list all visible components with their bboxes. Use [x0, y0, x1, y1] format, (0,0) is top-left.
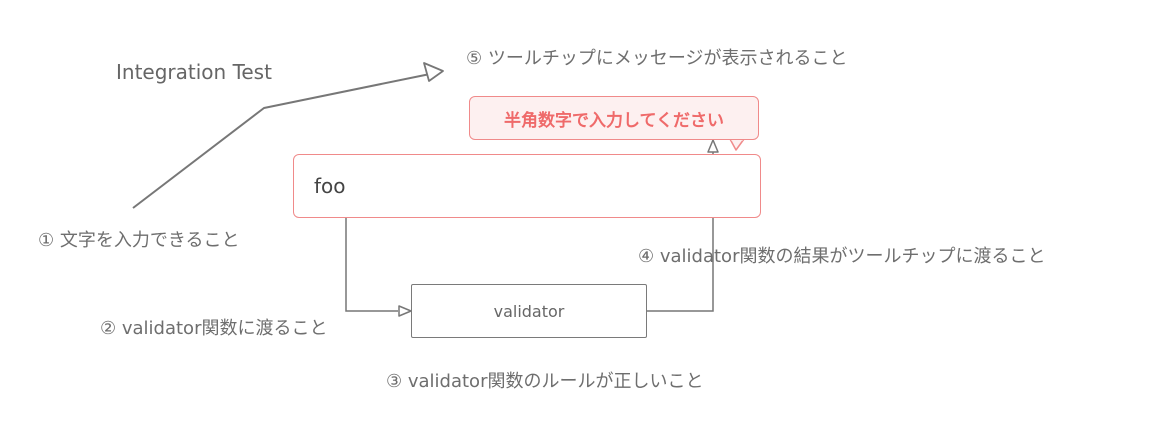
- tooltip-tail: [729, 138, 745, 151]
- validator-to-tooltip-arrowhead: [707, 139, 719, 153]
- integration-arrowhead: [423, 62, 444, 82]
- tooltip-message: 半角数字で入力してください: [504, 110, 724, 131]
- step-2-note: ② validator関数に渡ること: [100, 318, 328, 339]
- step-3-note: ③ validator関数のルールが正しいこと: [386, 371, 704, 392]
- step-4-note: ④ validator関数の結果がツールチップに渡ること: [638, 246, 1046, 267]
- validator-node: validator: [411, 284, 647, 338]
- input-to-validator-arrowhead: [398, 305, 412, 317]
- error-tooltip: 半角数字で入力してください: [469, 96, 759, 140]
- step-1-note: ① 文字を入力できること: [38, 230, 240, 251]
- validator-label: validator: [493, 301, 565, 321]
- text-input[interactable]: foo: [293, 154, 761, 218]
- input-value: foo: [314, 174, 346, 198]
- step-5-note: ⑤ ツールチップにメッセージが表示されること: [466, 48, 848, 69]
- integration-arrow: [132, 73, 431, 209]
- diagram-title: Integration Test: [116, 60, 272, 84]
- input-to-validator-connector: [345, 218, 398, 312]
